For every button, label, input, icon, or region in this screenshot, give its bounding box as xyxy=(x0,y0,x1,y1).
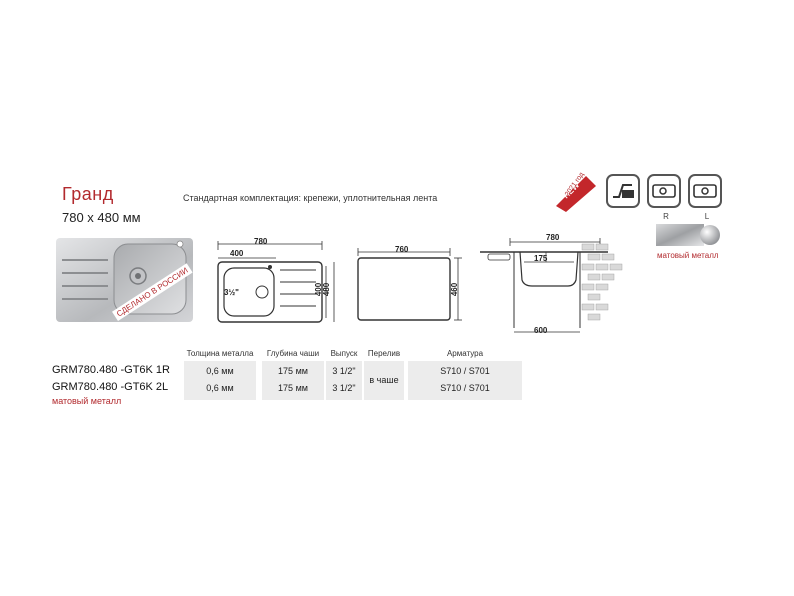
finish-note: матовый металл xyxy=(52,396,122,406)
new-2021-badge: NEW 2021 год xyxy=(556,171,598,212)
bowl-right-icon: R xyxy=(647,174,681,221)
table-row-thickness: 0,6 мм xyxy=(206,366,234,376)
col-fittings-bg xyxy=(408,361,522,400)
finish-label: матовый металл xyxy=(657,251,719,260)
header-depth: Глубина чаши xyxy=(266,349,320,358)
cutout-drawing xyxy=(357,248,462,321)
table-row-fittings: S710 / S701 xyxy=(440,366,490,376)
table-row-model: GRM780.480 -GT6K 2L xyxy=(52,381,169,393)
table-row-depth: 175 мм xyxy=(278,366,308,376)
col-depth-bg xyxy=(262,361,324,400)
top-width-label: 780 xyxy=(254,237,268,246)
drain-size-label: 3½" xyxy=(224,288,239,297)
table-row-outlet: 3 1/2" xyxy=(332,383,356,393)
header-outlet: Выпуск xyxy=(330,349,358,358)
side-width-label: 780 xyxy=(546,233,560,242)
table-row-outlet: 3 1/2" xyxy=(332,366,356,376)
left-label: L xyxy=(704,212,710,221)
overflow-value: в чаше xyxy=(369,375,399,385)
faucet-mount-icon xyxy=(606,174,640,208)
bowl-depth-label: 175 xyxy=(534,254,548,263)
product-size: 780 х 480 мм xyxy=(62,210,141,225)
side-view-drawing xyxy=(480,238,623,333)
table-row-model: GRM780.480 -GT6K 1R xyxy=(52,364,170,376)
table-row-depth: 175 мм xyxy=(278,383,308,393)
col-outlet-bg xyxy=(326,361,362,400)
table-row-fittings: S710 / S701 xyxy=(440,383,490,393)
col-thickness-bg xyxy=(184,361,256,400)
bowl-left-icon: L xyxy=(688,174,722,221)
sink-photo xyxy=(56,238,193,322)
header-fittings: Арматура xyxy=(446,349,484,358)
finish-swatch xyxy=(656,222,720,248)
header-thickness: Толщина металла xyxy=(186,349,254,358)
right-label: R xyxy=(663,212,669,221)
header-overflow: Перелив xyxy=(367,349,401,358)
cabinet-width-label: 600 xyxy=(534,326,548,335)
standard-kit-text: Стандартная комплектация: крепежи, уплот… xyxy=(183,193,438,203)
top-view-drawing xyxy=(217,241,335,323)
top-inner-label: 400 xyxy=(230,249,244,258)
col-overflow-bg xyxy=(364,361,404,400)
top-h2-label: 480 xyxy=(322,282,332,297)
cutout-width-label: 760 xyxy=(395,245,409,254)
product-title: Гранд xyxy=(62,184,114,204)
cutout-height-label: 460 xyxy=(450,282,460,297)
table-row-thickness: 0,6 мм xyxy=(206,383,234,393)
